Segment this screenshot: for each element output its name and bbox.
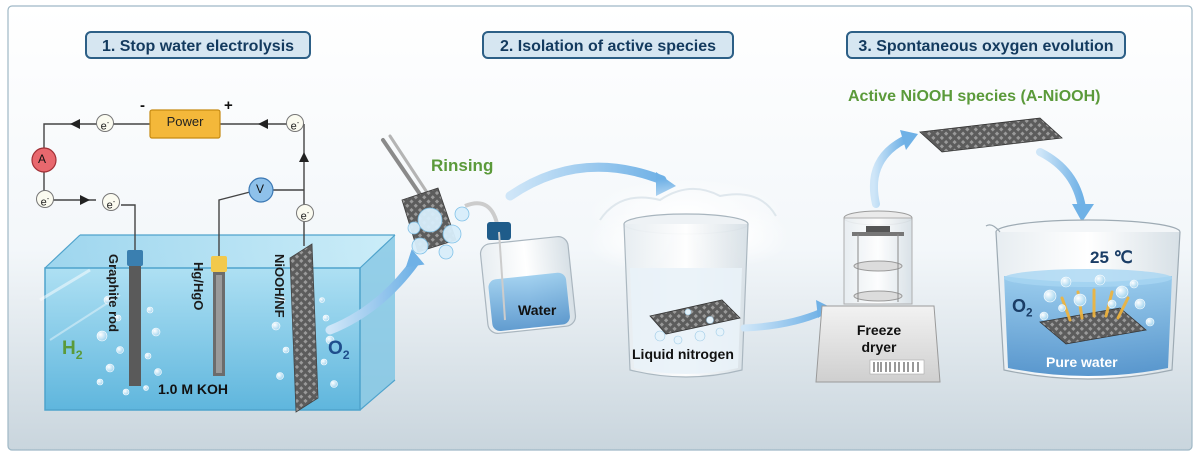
pure-water-label: Pure water [1046,354,1118,370]
electrolyte-label: 1.0 M KOH [158,381,229,397]
electron-4: e- [102,193,120,212]
electron-2: e- [286,114,304,133]
rinsing-setup [381,134,577,334]
flow-arrow-3 [740,308,826,332]
step-1-label: 1. Stop water electrolysis [85,31,311,59]
graphite-rod-label: Graphite rod [106,254,121,333]
freeze-dryer [815,130,941,383]
ammeter-label: A [38,152,47,166]
step-3-label: 3. Spontaneous oxygen evolution [846,31,1126,59]
electron-5: e- [296,204,314,223]
freeze-dryer-label: Freeze dryer [856,322,902,355]
pure-water-beaker [985,219,1181,380]
positive-terminal: + [224,97,233,114]
step-2-label: 2. Isolation of active species [482,31,734,59]
negative-terminal: - [140,97,145,114]
electron-1: e- [96,114,114,133]
active-species-label: Active NiOOH species (A-NiOOH) [848,88,1101,105]
o2-label-cell: O2 [328,338,350,362]
water-label: Water [518,302,557,318]
temperature-label: 25 ℃ [1090,248,1133,267]
h2-label: H2 [62,338,83,362]
o2-label-beaker: O2 [1012,296,1033,320]
liquid-nitrogen-label: Liquid nitrogen [632,346,734,362]
a-niooh-sheet [919,117,1063,153]
voltmeter-label: V [256,182,265,196]
liquid-nitrogen-dewar [586,178,790,378]
flow-arrow-4 [1036,148,1086,212]
flow-arrow-2 [505,162,667,201]
power-label: Power [166,114,204,129]
electron-3: e- [36,190,54,209]
working-electrode-label: NiOOH/NF [272,254,287,318]
flow-arrow-1 [325,257,420,335]
rinsing-label: Rinsing [431,156,494,175]
electrolysis-cell [31,109,396,413]
reference-electrode-label: Hg/HgO [191,262,206,311]
